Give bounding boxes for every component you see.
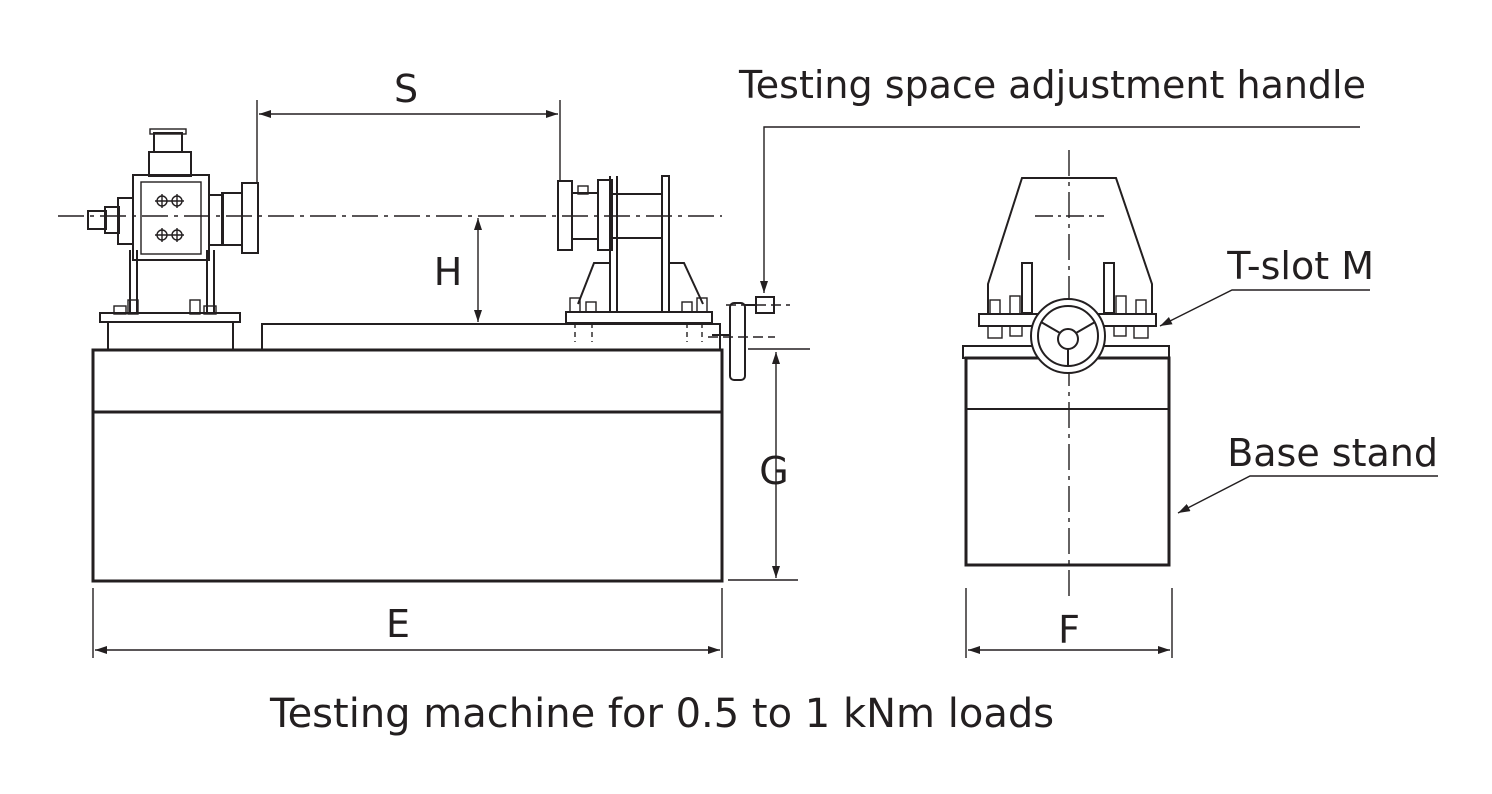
- label-h: H: [434, 250, 463, 294]
- label-s: S: [394, 67, 418, 111]
- dimension-f: [965, 588, 1173, 658]
- front-view: [962, 150, 1438, 658]
- label-f: F: [1058, 608, 1080, 652]
- label-base-stand: Base stand: [1227, 431, 1438, 475]
- handle-leader: [760, 126, 1360, 293]
- motor-pedestal: [107, 321, 234, 351]
- label-e: E: [386, 602, 410, 646]
- front-base-stand: [962, 345, 1171, 567]
- dimension-e: [92, 588, 723, 658]
- bed-rail: [261, 323, 721, 351]
- label-handle: Testing space adjustment handle: [738, 63, 1366, 107]
- tslot-leader: [1159, 289, 1370, 327]
- side-view: [58, 100, 1360, 658]
- front-handwheel: [1030, 298, 1106, 374]
- front-table: [978, 177, 1157, 339]
- side-base-stand: [91, 348, 724, 583]
- label-tslot: T-slot M: [1226, 244, 1374, 288]
- label-g: G: [759, 449, 788, 493]
- side-handwheel: [708, 296, 790, 381]
- tailstock: [557, 175, 713, 342]
- drive-unit: [87, 128, 259, 323]
- dimension-g: [728, 348, 810, 581]
- base-leader: [1177, 475, 1438, 514]
- dimension-s: [256, 100, 561, 183]
- caption: Testing machine for 0.5 to 1 kNm loads: [269, 691, 1054, 737]
